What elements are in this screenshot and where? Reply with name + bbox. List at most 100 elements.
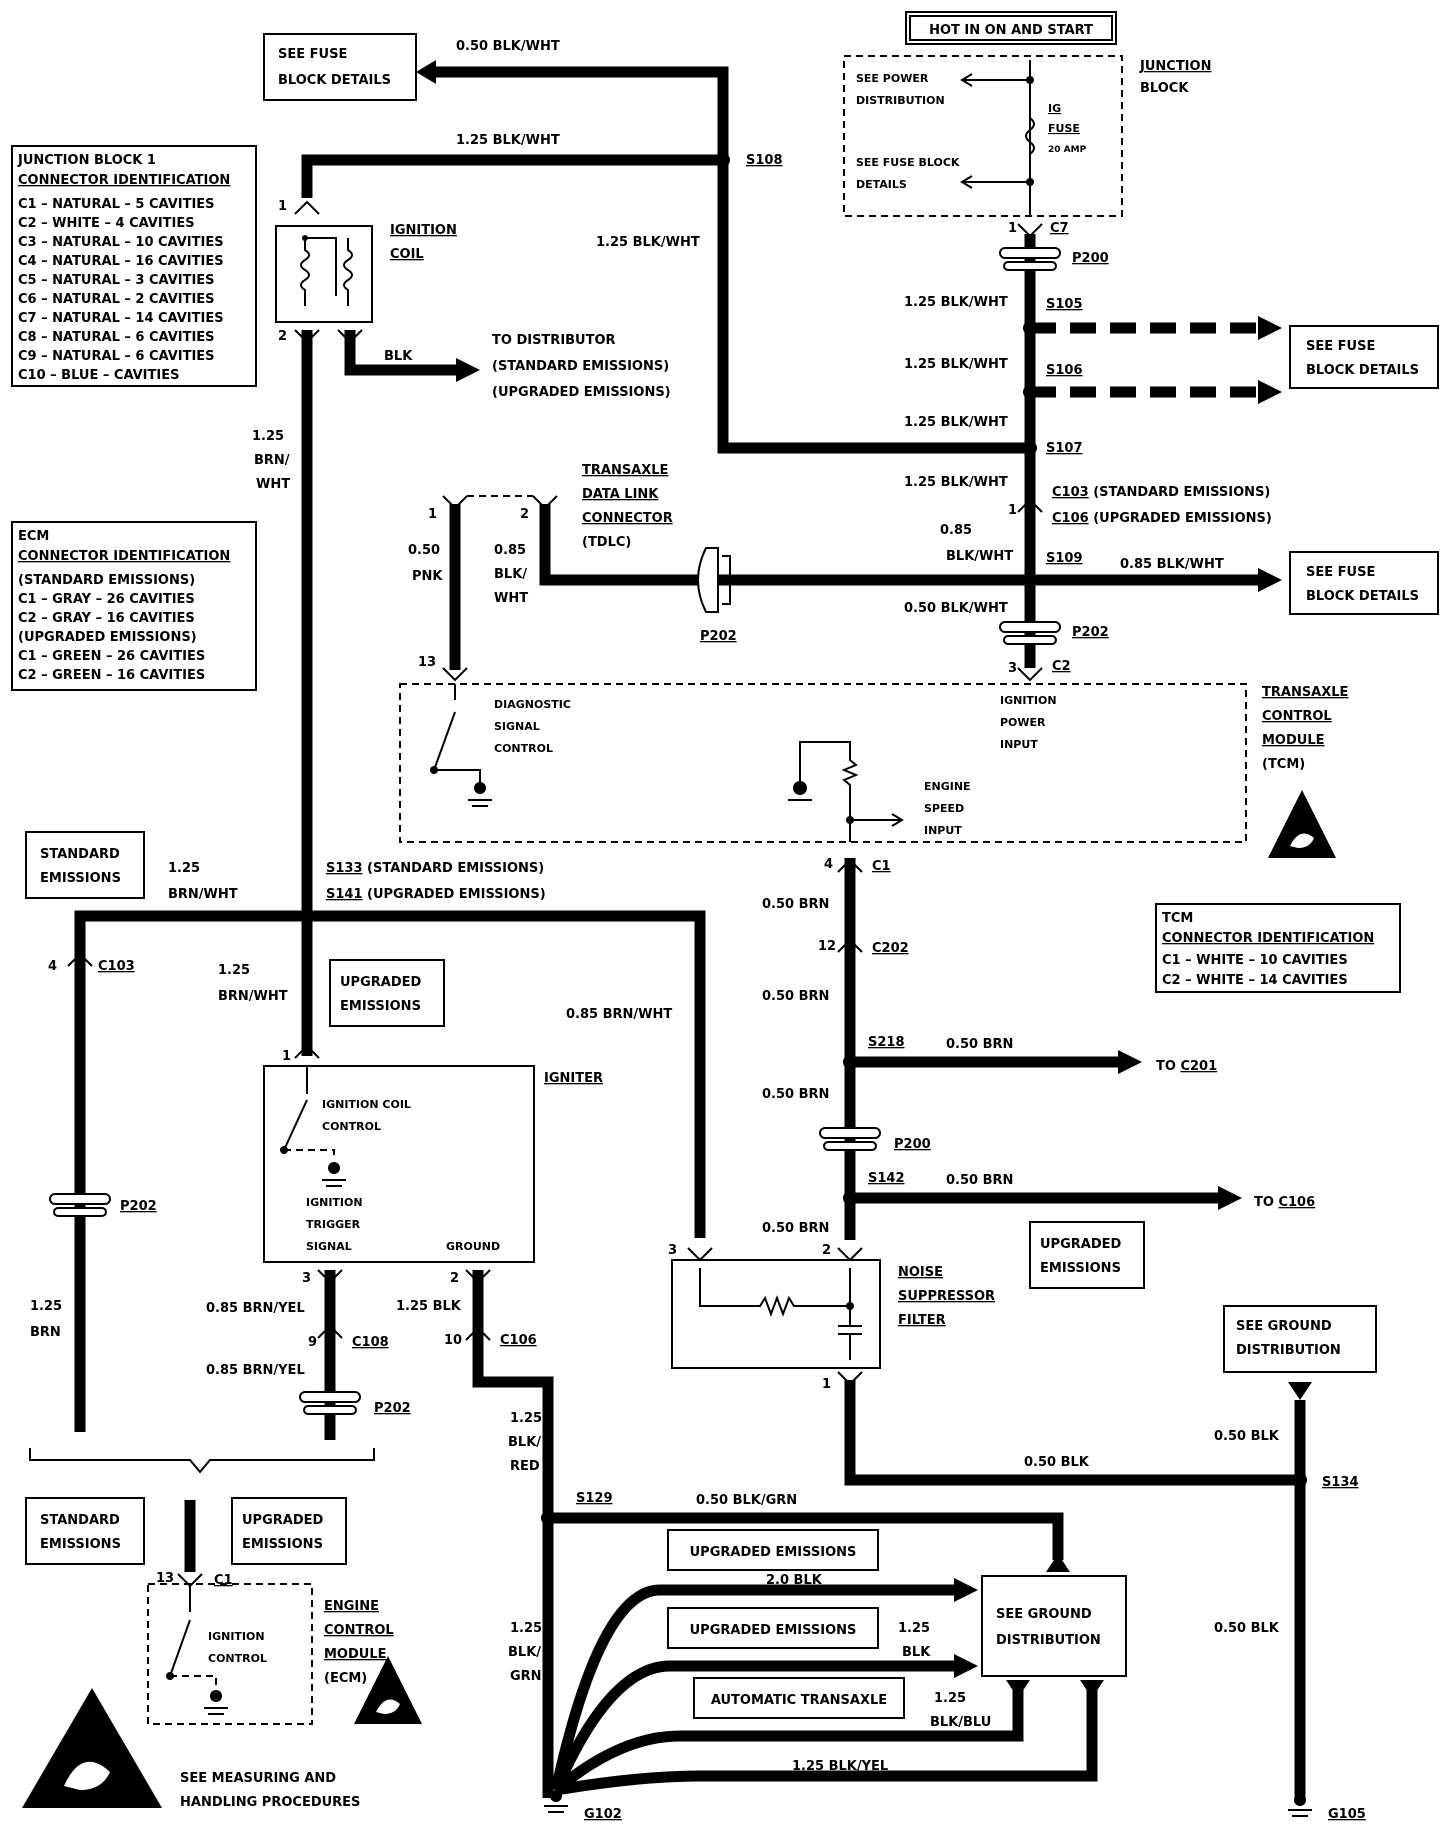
standard-emissions-2: EMISSIONS [40, 871, 121, 886]
tcm-box [399, 683, 1247, 843]
jb1-row: C2 – WHITE – 4 CAVITIES [18, 216, 195, 231]
ecm-table-box [11, 521, 257, 691]
see-ground-bottom-1: SEE GROUND [996, 1607, 1092, 1622]
upgraded-emissions-r2: EMISSIONS [1040, 1261, 1121, 1276]
igniter-box [263, 1065, 535, 1263]
pin-coil-2: 2 [278, 329, 287, 344]
pin-tcm-13: 13 [418, 655, 436, 670]
coil-pin1 [294, 200, 320, 215]
wire-label-050-pnk: 0.50 [408, 543, 440, 558]
see-fuse-box-top [263, 33, 417, 101]
ecm-ground-icon [204, 1690, 228, 1715]
wire-tdlc-pin2 [539, 504, 1030, 586]
see-fuse-right2-1: SEE FUSE [1306, 565, 1375, 580]
standard-emissions-b2: EMISSIONS [40, 1537, 121, 1552]
ignition-coil-2: COIL [390, 247, 424, 262]
ground-dist-arrow-s129 [1046, 1554, 1070, 1572]
see-fuse-right1-2: BLOCK DETAILS [1306, 363, 1419, 378]
wire-label-050brn-p200: 0.50 BRN [762, 1087, 829, 1102]
see-ground-right-2: DISTRIBUTION [1236, 1343, 1341, 1358]
jb1-table-box [11, 145, 257, 387]
noise-2: SUPPRESSOR [898, 1289, 995, 1304]
diag-1: DIAGNOSTIC [494, 698, 571, 711]
wire-label-grn: GRN [510, 1669, 542, 1684]
jb1-row: C5 – NATURAL – 3 CAVITIES [18, 273, 215, 288]
wire-label-brnwht-igniter: BRN/WHT [218, 989, 288, 1004]
pin-filter-3: 3 [668, 1243, 677, 1258]
wire-label-050blk-s134-bottom: 0.50 BLK [1214, 1621, 1280, 1636]
noise-1: NOISE [898, 1265, 943, 1280]
jb1-title-2: CONNECTOR IDENTIFICATION [18, 173, 230, 188]
connector-p200-lower [819, 1127, 881, 1151]
wire-label-050brn-c202: 0.50 BRN [762, 989, 829, 1004]
tcm-row: C2 – WHITE – 14 CAVITIES [1162, 973, 1348, 988]
noise-filter-pin3 [687, 1247, 713, 1262]
ecm-2: CONTROL [324, 1623, 394, 1638]
conn-c103-right: C103 (STANDARD EMISSIONS) [1052, 485, 1270, 500]
noise-3: FILTER [898, 1313, 946, 1328]
conn-c2: C2 [1052, 659, 1071, 674]
wire-label-blk-bottom: BLK [902, 1645, 931, 1660]
hot-label-inner [909, 15, 1113, 41]
eng-speed-2: SPEED [924, 802, 964, 815]
tcm-3: MODULE [1262, 733, 1325, 748]
wire-label-125blkwht-top: 1.25 BLK/WHT [456, 133, 560, 148]
wire-label-050blkgrn: 0.50 BLK/GRN [696, 1493, 797, 1508]
connector-c202 [837, 938, 863, 953]
ecm-ign-2: CONTROL [208, 1652, 267, 1665]
igniter-trg-3: SIGNAL [306, 1240, 352, 1253]
ign-power-3: INPUT [1000, 738, 1038, 751]
pin-filter-2: 2 [822, 1243, 831, 1258]
wire-label-blk-grn: BLK/ [508, 1645, 541, 1660]
wire-label-085-tdlc: 0.85 [494, 543, 526, 558]
ecm-ign-1: IGNITION [208, 1630, 265, 1643]
tcm-1: TRANSAXLE [1262, 685, 1348, 700]
wire-label-085blkwht-c: BLK/WHT [946, 549, 1013, 564]
ground-icon [468, 782, 492, 807]
wire-label-125blk-igniter: 1.25 BLK [396, 1299, 462, 1314]
tcm-4: (TCM) [1262, 757, 1305, 772]
conn-p202-left: P202 [120, 1199, 157, 1214]
ecm-3: MODULE [324, 1647, 387, 1662]
wire-label-125-coil: 1.25 [252, 429, 284, 444]
wire-label-brnwht-s133: BRN/WHT [168, 887, 238, 902]
tcm-pin13 [442, 667, 468, 682]
wire-g102-blkyel [555, 1686, 1098, 1796]
pin-c106-10: 10 [444, 1333, 462, 1348]
conn-p200-lower: P200 [894, 1137, 931, 1152]
igniter-trg-1: IGNITION [306, 1196, 363, 1209]
see-fuse-top-2: BLOCK DETAILS [278, 73, 391, 88]
arrow-125blk [954, 1654, 978, 1678]
splice-s133: S133 (STANDARD EMISSIONS) [326, 861, 544, 876]
wire-label-blk-red: BLK/ [508, 1435, 541, 1450]
wire-label-050brn-filter: 0.50 BRN [762, 1221, 829, 1236]
esd-warning-icon [1268, 790, 1336, 858]
noise-filter-box [671, 1259, 881, 1369]
connector-c108 [317, 1324, 343, 1339]
ecm-switch-dot [166, 1672, 174, 1680]
wire-label-s107: 1.25 BLK/WHT [904, 415, 1008, 430]
arrow-c106 [1218, 1186, 1242, 1210]
igniter-trg-2: TRIGGER [306, 1218, 361, 1231]
connector-p202-bottom [299, 1391, 361, 1415]
pin-tdlc-2: 2 [520, 507, 529, 522]
see-ground-box-bottom [981, 1575, 1127, 1677]
jb1-row: C3 – NATURAL – 10 CAVITIES [18, 235, 224, 250]
wire-label-blkblu: BLK/BLU [930, 1715, 991, 1730]
coil-windings [300, 235, 353, 306]
ignition-coil-box [275, 225, 373, 323]
fuse-ig: IG [1048, 102, 1061, 115]
connector-p202-right [999, 621, 1061, 645]
splice-s142: S142 [868, 1171, 905, 1186]
wire-label-050blk-filter: 0.50 BLK [1024, 1455, 1090, 1470]
wire-label-s106: 1.25 BLK/WHT [904, 357, 1008, 372]
upgraded-emissions-2: EMISSIONS [340, 999, 421, 1014]
tdlc-pin2 [532, 495, 558, 510]
wire-label-050brn-s142: 0.50 BRN [946, 1173, 1013, 1188]
igniter-ctl-1: IGNITION COIL [322, 1098, 411, 1111]
splice-s107: S107 [1046, 441, 1083, 456]
connector-c103-left [67, 952, 93, 967]
splice-dots [300, 153, 1307, 1525]
upgraded-emissions-strip-1 [667, 1529, 879, 1571]
